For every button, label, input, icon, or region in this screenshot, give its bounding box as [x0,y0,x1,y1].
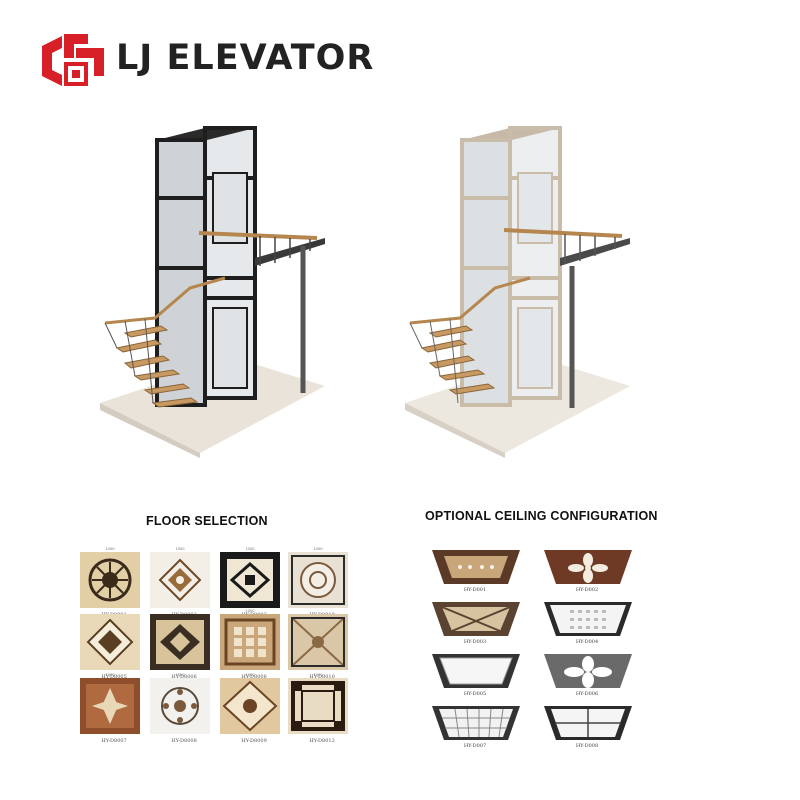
ceiling-panel[interactable]: HY-D003 [430,600,522,648]
ceiling-panel[interactable]: HY-D006 [542,652,634,700]
ceiling-pattern-icon [432,550,520,584]
ceiling-pattern-icon [544,550,632,584]
floor-pattern-icon [220,552,280,608]
floor-tile[interactable]: 1000 HY-D8009 [220,672,288,744]
floor-tile[interactable]: 1000 HY-D8007 [80,672,148,744]
ceiling-pattern-icon [544,602,632,636]
ceiling-panel[interactable]: HY-D005 [430,652,522,700]
ceiling-pattern-icon [544,654,632,688]
floor-pattern-icon [80,678,140,734]
brand-name: LJ ELEVATOR [116,38,375,78]
floor-tile[interactable]: 1000 HY-D8008 [150,672,218,744]
floor-pattern-icon [288,678,348,734]
floor-pattern-icon [150,614,210,670]
ceiling-configuration-title: OPTIONAL CEILING CONFIGURATION [425,509,658,523]
brand-header [38,28,378,90]
ceiling-panel[interactable]: HY-D002 [542,548,634,596]
floor-tile[interactable]: HY-D8006 [150,614,218,680]
floor-pattern-icon [220,678,280,734]
floor-pattern-icon [220,614,280,670]
floor-selection-title: FLOOR SELECTION [146,514,268,528]
elevator-black-illustration [100,126,325,458]
floor-tile[interactable]: HY-D8005 [80,614,148,680]
floor-tile[interactable]: 1000 HY-D8012 [288,672,356,744]
floor-pattern-icon [150,552,210,608]
floor-tile[interactable]: 1000 HY-D8003 [220,546,288,618]
floor-tile[interactable]: 1000 HY-D8006 [220,608,288,680]
ceiling-panel[interactable]: HY-D004 [542,600,634,648]
floor-tile[interactable]: 1000 HY-D8010 [288,546,356,618]
floor-pattern-icon [288,614,348,670]
floor-tile[interactable]: 1000 HY-D8001 [80,546,148,618]
floor-tile[interactable]: 1000 HY-D8002 [150,546,218,618]
ceiling-pattern-icon [432,602,520,636]
elevator-champagne-illustration [405,126,630,458]
brand-logo-icon [42,34,104,86]
floor-pattern-icon [150,678,210,734]
ceiling-pattern-icon [544,706,632,740]
floor-pattern-icon [80,552,140,608]
ceiling-panel[interactable]: HY-D001 [430,548,522,596]
ceiling-pattern-icon [432,706,520,740]
ceiling-pattern-icon [432,654,520,688]
floor-pattern-icon [80,614,140,670]
floor-tile[interactable]: HY-D8010 [288,614,356,680]
ceiling-panel[interactable]: HY-D007 [430,704,522,752]
floor-pattern-icon [288,552,348,608]
ceiling-panel[interactable]: HY-D008 [542,704,634,752]
